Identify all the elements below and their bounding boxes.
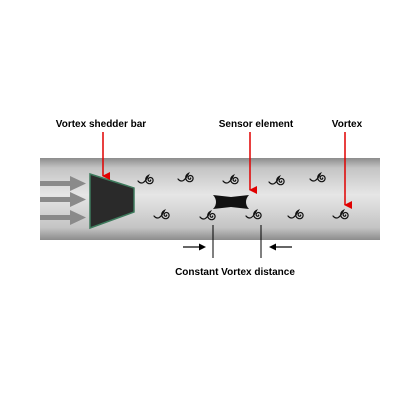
vortex-swirls (137, 171, 349, 221)
vortex-swirl-icon (153, 208, 170, 220)
distance-arrow-left (183, 243, 206, 251)
vortex-swirl-icon (287, 208, 304, 220)
vortex-swirl-icon (137, 173, 154, 185)
distance-arrow-right (269, 243, 292, 251)
vortex-swirl-icon (332, 208, 349, 220)
flow-arrow-icon (40, 192, 86, 207)
flow-arrows (40, 176, 86, 225)
sensor-element (213, 195, 249, 209)
label-shedder-bar: Vortex shedder bar (56, 119, 147, 130)
vortex-swirl-icon (245, 208, 262, 220)
shedder-bar (89, 172, 135, 230)
vortex-swirl-icon (222, 173, 239, 185)
label-vortex: Vortex (332, 119, 363, 130)
vortex-swirl-icon (177, 171, 194, 183)
label-sensor-element: Sensor element (219, 119, 294, 130)
label-distance: Constant Vortex distance (175, 267, 295, 278)
vortex-swirl-icon (199, 209, 216, 221)
vortex-swirl-icon (268, 174, 285, 186)
flow-arrow-icon (40, 210, 86, 225)
vortex-swirl-icon (309, 171, 326, 183)
flow-arrow-icon (40, 176, 86, 191)
